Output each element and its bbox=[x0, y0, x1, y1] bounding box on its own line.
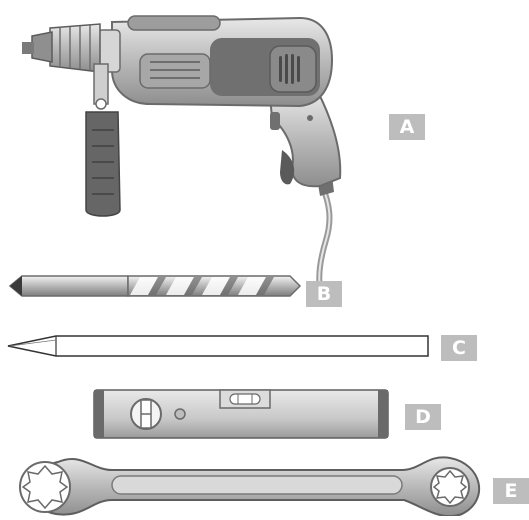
label-a: A bbox=[389, 114, 425, 140]
drill-bit-icon bbox=[8, 275, 302, 297]
ring-spanner-icon bbox=[19, 456, 480, 518]
power-drill-icon bbox=[22, 15, 342, 293]
label-d: D bbox=[405, 404, 441, 430]
label-e: E bbox=[493, 478, 529, 504]
label-c: C bbox=[441, 335, 477, 361]
chisel-icon bbox=[7, 335, 429, 357]
spirit-level-icon bbox=[93, 389, 389, 439]
label-b: B bbox=[306, 281, 342, 307]
